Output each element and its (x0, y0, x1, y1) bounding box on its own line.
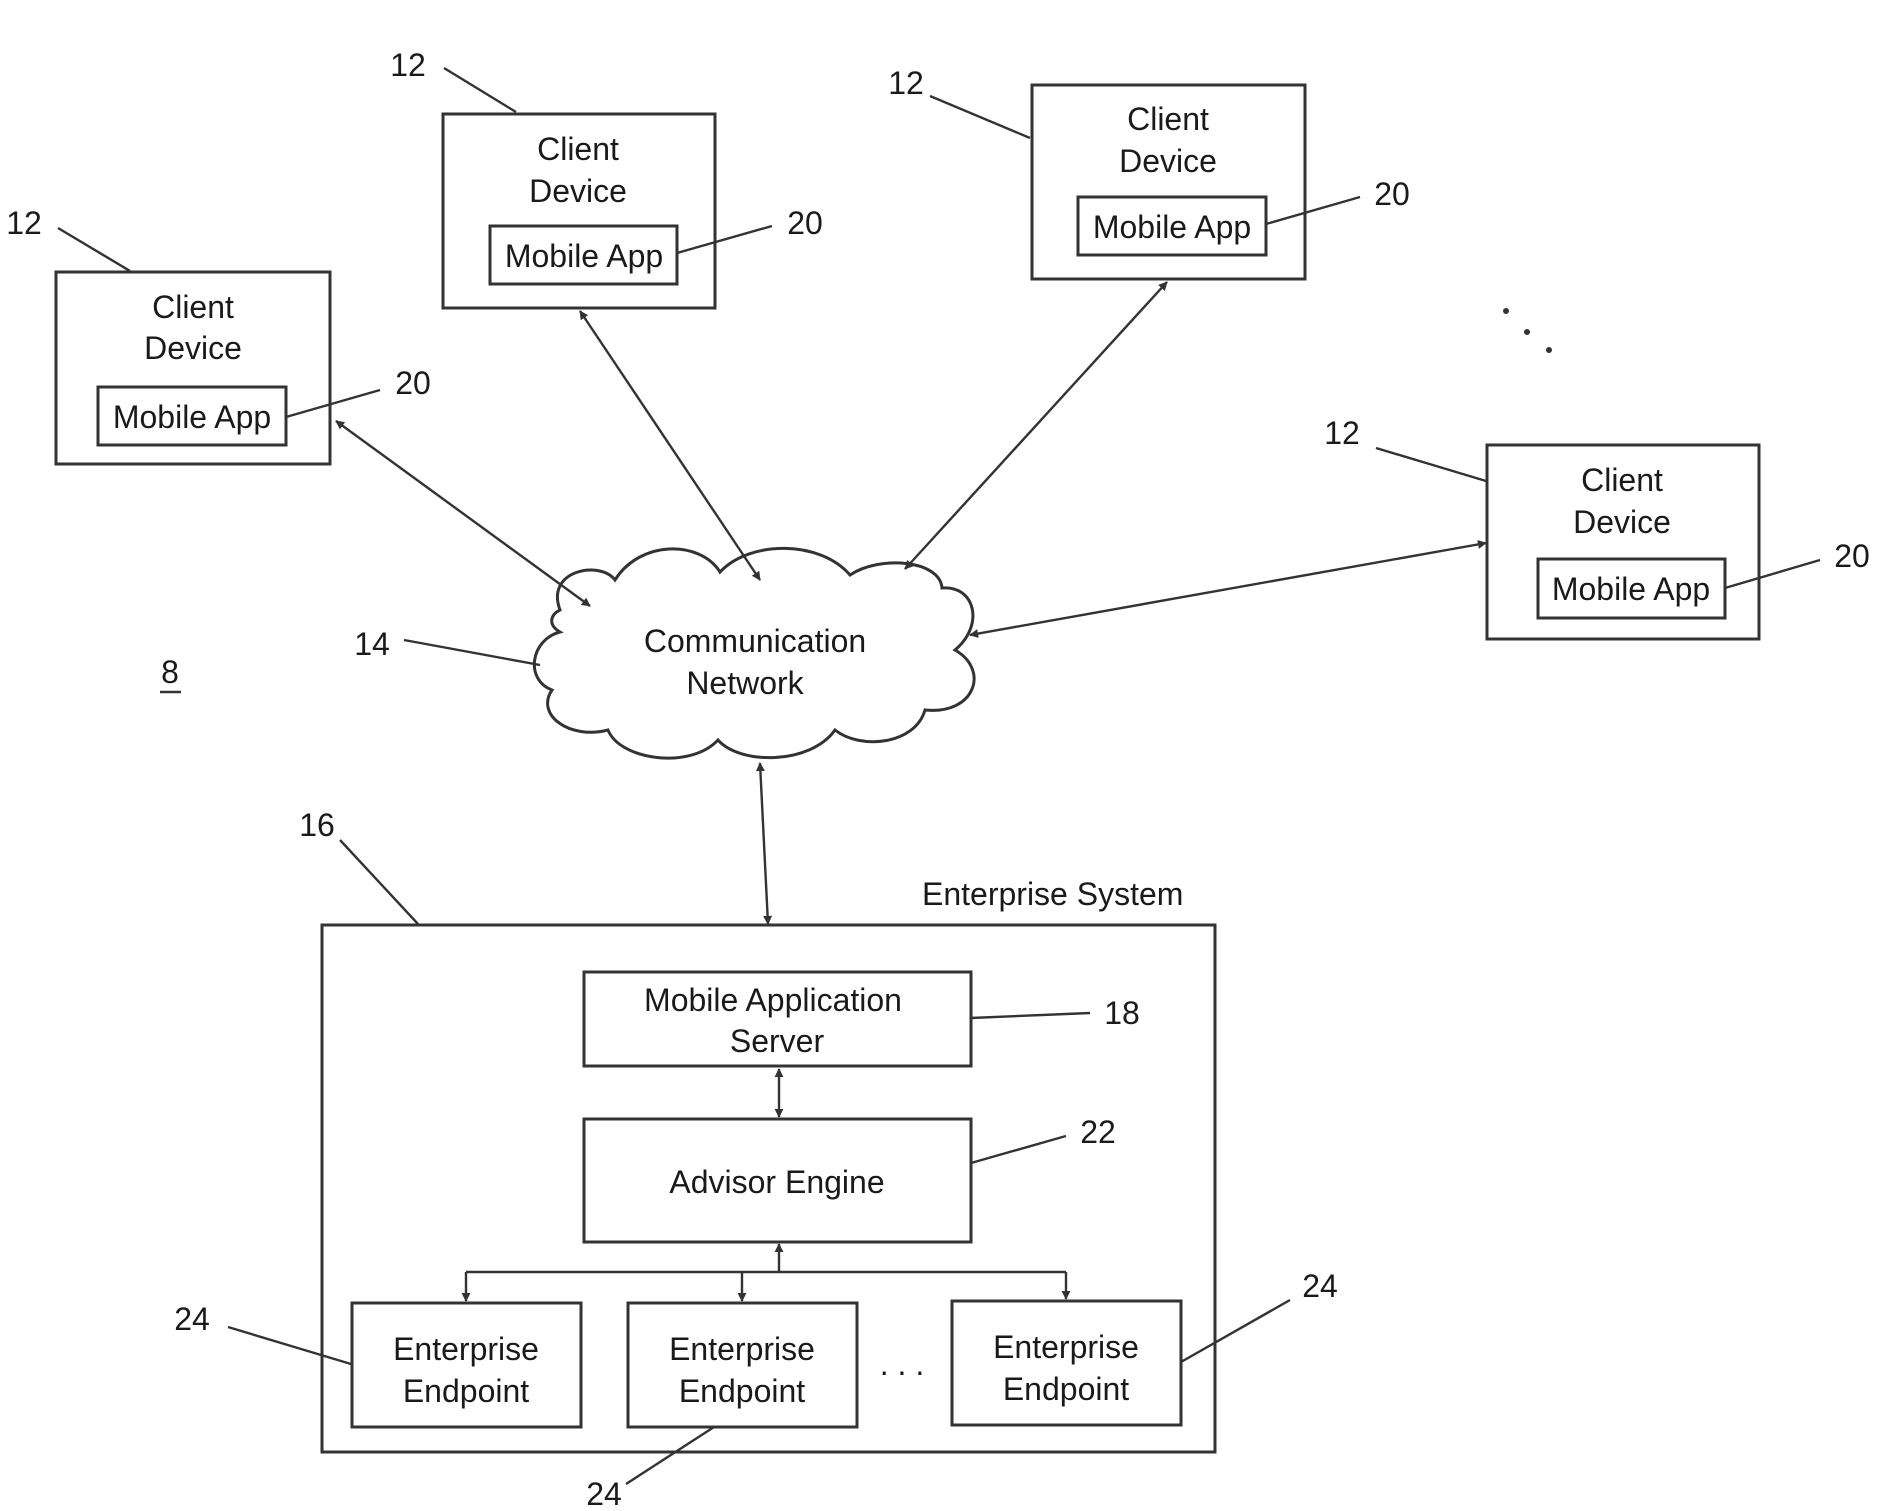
ref-12-b: 12 (390, 47, 426, 83)
client-device-1-line-1: Client (152, 289, 234, 325)
endpoint-3-line-2: Endpoint (1003, 1371, 1129, 1407)
ref-leader-12-c (930, 96, 1030, 138)
client-device-2: Client Device Mobile App (443, 114, 715, 308)
client-device-3: Client Device Mobile App (1032, 85, 1305, 279)
endpoint-2-line-2: Endpoint (679, 1373, 805, 1409)
ref-12-c: 12 (888, 65, 924, 101)
endpoint-2-line-1: Enterprise (669, 1331, 815, 1367)
client-device-2-line-1: Client (537, 131, 619, 167)
ref-22: 22 (1080, 1114, 1116, 1150)
endpoint-1-line-1: Enterprise (393, 1331, 539, 1367)
ref-24-b: 24 (586, 1476, 622, 1511)
ref-20-c: 20 (1374, 176, 1410, 212)
ref-12-a: 12 (6, 205, 42, 241)
client-device-3-line-2: Device (1119, 143, 1217, 179)
advisor-engine: Advisor Engine (584, 1119, 971, 1242)
arrow-network-enterprise (760, 763, 768, 924)
client-device-1: Client Device Mobile App (56, 272, 330, 464)
enterprise-endpoint-2: Enterprise Endpoint (628, 1303, 857, 1427)
client-device-4: Client Device Mobile App (1487, 445, 1759, 639)
ref-leader-12-b (444, 68, 516, 112)
client-device-4-line-2: Device (1573, 504, 1671, 540)
endpoint-3-line-1: Enterprise (993, 1329, 1139, 1365)
mobile-application-server: Mobile Application Server (584, 972, 971, 1066)
mobile-app-3-label: Mobile App (1093, 209, 1251, 245)
mobile-server-line-1: Mobile Application (644, 982, 902, 1018)
ref-leader-12-d (1376, 448, 1486, 481)
endpoint-1-line-2: Endpoint (403, 1373, 529, 1409)
endpoints-ellipsis: . . . (880, 1346, 924, 1382)
ref-leader-16 (340, 840, 418, 924)
ref-leader-14 (404, 640, 540, 665)
ref-20-b: 20 (787, 205, 823, 241)
communication-network-cloud: Communication Network (534, 548, 974, 758)
arrow-network-device-3 (905, 282, 1167, 569)
mobile-app-4-label: Mobile App (1552, 571, 1710, 607)
ref-18: 18 (1104, 995, 1140, 1031)
arrow-network-device-4 (970, 543, 1486, 635)
mobile-app-1-label: Mobile App (113, 399, 271, 435)
enterprise-endpoint-1: Enterprise Endpoint (352, 1303, 581, 1427)
network-line-1: Communication (644, 623, 866, 659)
client-device-4-line-1: Client (1581, 462, 1663, 498)
enterprise-system-title: Enterprise System (922, 876, 1183, 912)
more-devices-dots (1503, 308, 1552, 353)
arrow-network-device-1 (336, 421, 590, 606)
mobile-app-2-label: Mobile App (505, 238, 663, 274)
client-device-3-line-1: Client (1127, 101, 1209, 137)
ref-14: 14 (354, 626, 390, 662)
ref-16: 16 (299, 807, 335, 843)
ref-20-d: 20 (1834, 538, 1870, 574)
advisor-engine-label: Advisor Engine (669, 1164, 884, 1200)
ref-24-c: 24 (1302, 1268, 1338, 1304)
network-line-2: Network (686, 665, 804, 701)
mobile-server-line-2: Server (730, 1023, 825, 1059)
arrow-network-device-2 (580, 311, 760, 580)
ref-12-d: 12 (1324, 415, 1360, 451)
figure-number: 8 (161, 654, 179, 690)
client-device-1-line-2: Device (144, 330, 242, 366)
ref-leader-12-a (58, 228, 130, 271)
ref-24-a: 24 (174, 1301, 210, 1337)
enterprise-endpoint-3: Enterprise Endpoint (952, 1301, 1181, 1425)
client-device-2-line-2: Device (529, 173, 627, 209)
ref-20-a: 20 (395, 365, 431, 401)
